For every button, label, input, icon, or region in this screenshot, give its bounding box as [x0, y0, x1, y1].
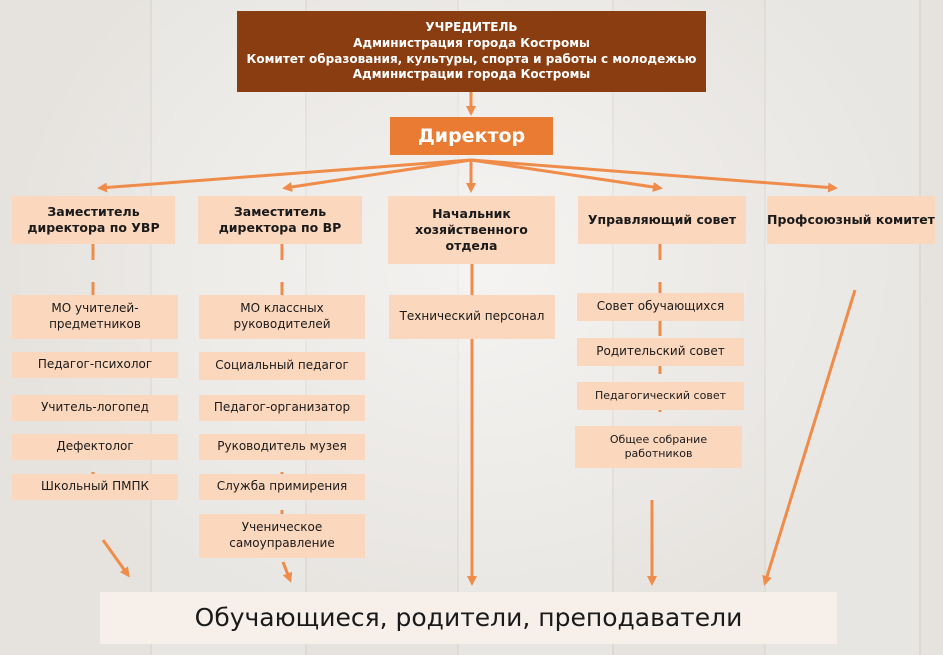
item-vr-3: Педагог-организатор [199, 395, 365, 421]
bottom-banner: Обучающиеся, родители, преподаватели [100, 592, 837, 644]
founder-box: УЧРЕДИТЕЛЬ Администрация города Костромы… [237, 11, 706, 92]
arrow-to-union [470, 158, 838, 193]
item-hoz-1: Технический персонал [389, 295, 555, 339]
head-union: Профсоюзный комитет [767, 196, 935, 244]
founder-line3: Комитет образования, культуры, спорта и … [246, 51, 697, 66]
arrow-to-vr [282, 158, 472, 192]
item-uvr-3: Учитель-логопед [12, 395, 178, 421]
founder-title: УЧРЕДИТЕЛЬ [425, 20, 518, 35]
item-uvr-2: Педагог-психолог [12, 352, 178, 378]
founder-line4: Администрации города Костромы [352, 67, 591, 82]
head-vr: Заместитель директора по ВР [198, 196, 362, 244]
item-council-4: Общее собрание работников [575, 426, 742, 468]
item-vr-2: Социальный педагог [199, 352, 365, 380]
arrow-to-uvr [97, 158, 472, 193]
head-council: Управляющий совет [578, 196, 746, 244]
item-vr-4: Руководитель музея [199, 434, 365, 460]
item-uvr-4: Дефектолог [12, 434, 178, 460]
arrow-bottom-1 [101, 539, 130, 578]
item-uvr-1: МО учителей-предметников [12, 295, 178, 339]
arrow-bottom-5 [762, 289, 857, 586]
arrow-bottom-2 [281, 561, 293, 583]
arrow-to-council [470, 158, 663, 192]
item-vr-5: Служба примирения [199, 474, 365, 500]
item-council-1: Совет обучающихся [577, 293, 744, 321]
item-council-2: Родительский совет [577, 338, 744, 366]
item-council-3: Педагогический совет [577, 382, 744, 410]
item-uvr-5: Школьный ПМПК [12, 474, 178, 500]
head-hoz: Начальник хозяйственного отдела [388, 196, 555, 264]
head-uvr: Заместитель директора по УВР [12, 196, 175, 244]
director-box: Директор [390, 117, 553, 155]
item-vr-6: Ученическое самоуправление [199, 514, 365, 558]
founder-line2: Администрация города Костромы [353, 35, 590, 50]
item-vr-1: МО классных руководителей [199, 295, 365, 339]
